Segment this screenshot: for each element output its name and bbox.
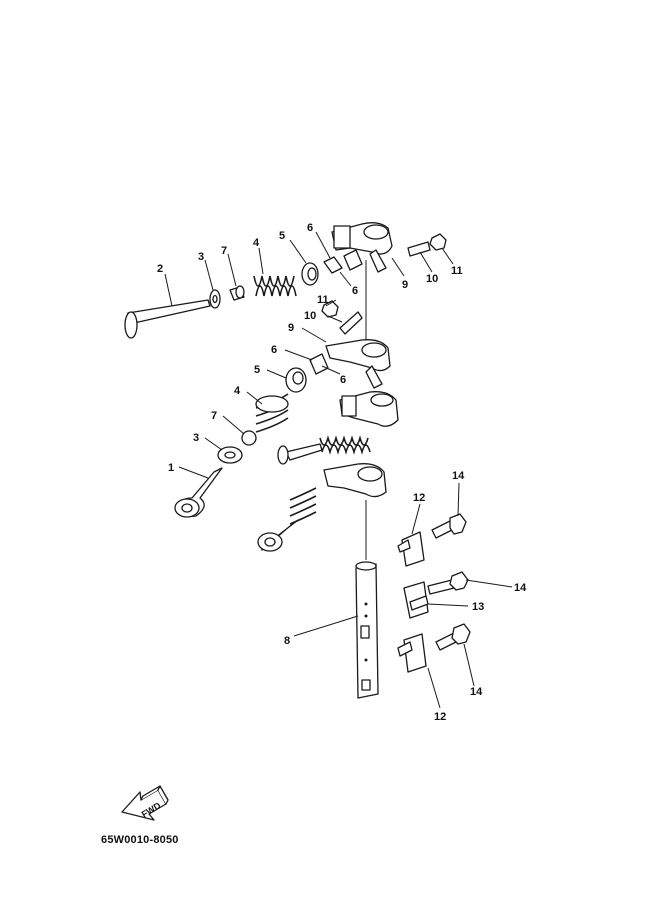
callout-5-middle: 5 — [254, 364, 260, 376]
callout-1: 1 — [168, 462, 174, 474]
callout-14-middle: 14 — [514, 582, 527, 594]
lock-nut-second — [321, 300, 339, 318]
callout-6-upper-a: 6 — [307, 222, 313, 234]
callout-7-upper: 7 — [221, 245, 227, 257]
rocker-arm-third — [339, 391, 399, 427]
valve-spring-upper — [253, 275, 297, 297]
shaft-bolt-middle — [427, 571, 469, 595]
valve-stem-seal-upper — [229, 285, 245, 301]
shaft-bracket-lower — [397, 633, 427, 673]
valve-third — [277, 443, 323, 465]
callout-2: 2 — [157, 263, 163, 275]
rocker-pivot-second — [309, 353, 329, 375]
callout-11-second: 11 — [317, 294, 329, 306]
rocker-shaft — [355, 561, 379, 699]
callout-14-upper: 14 — [452, 470, 465, 482]
callout-14-lower: 14 — [470, 686, 483, 698]
valve-spring-third — [319, 435, 371, 455]
shaft-bracket-middle — [403, 581, 429, 619]
callout-10-upper: 10 — [426, 273, 438, 285]
valve-fourth — [257, 519, 299, 552]
valve-seat-washer-upper — [209, 289, 221, 309]
callout-3-upper: 3 — [198, 251, 204, 263]
callout-6-second-b: 6 — [340, 374, 346, 386]
lock-nut-upper — [429, 233, 447, 251]
rocker-pivot-upper-b — [343, 249, 363, 271]
rocker-arm-fourth — [323, 463, 387, 498]
callout-12-upper: 12 — [413, 492, 425, 504]
callout-7-middle: 7 — [211, 410, 217, 422]
callout-6-upper-b: 6 — [352, 285, 358, 297]
valve-stem-seal-middle — [241, 430, 257, 446]
rocker-pivot-upper-a — [323, 256, 343, 274]
valve-retainer-upper — [301, 262, 319, 286]
shaft-bolt-lower — [435, 623, 471, 651]
shaft-bracket-upper — [397, 531, 425, 567]
rocker-arm-second — [325, 339, 391, 389]
callout-3-middle: 3 — [193, 432, 199, 444]
callout-5-upper: 5 — [279, 230, 285, 242]
callout-10-second: 10 — [304, 310, 316, 322]
callout-labels: 2 3 7 4 5 6 6 9 10 11 11 10 9 6 6 5 4 7 … — [157, 222, 527, 723]
leader-lines — [164, 231, 513, 709]
callout-11-upper: 11 — [451, 265, 463, 277]
callout-6-second-a: 6 — [271, 344, 277, 356]
adjust-screw-upper — [407, 241, 431, 257]
callout-4-middle: 4 — [234, 385, 241, 397]
valve-spring-middle — [255, 393, 289, 433]
rocker-arm-upper — [331, 222, 393, 273]
callout-9-upper: 9 — [402, 279, 408, 291]
fwd-arrow-icon: FWD — [121, 785, 169, 821]
valve-upper — [124, 299, 211, 339]
callout-12-lower: 12 — [434, 711, 446, 723]
adjust-screw-second — [339, 311, 363, 335]
callout-9-second: 9 — [288, 322, 294, 334]
shaft-bolt-upper — [431, 513, 467, 539]
valve-spring-fourth — [289, 487, 317, 525]
callout-4-upper: 4 — [253, 237, 260, 249]
callout-8: 8 — [284, 635, 290, 647]
diagram-code: 65W0010-8050 — [101, 834, 179, 846]
callout-13: 13 — [472, 601, 484, 613]
valve-middle — [174, 467, 223, 518]
valve-seat-washer-middle — [217, 446, 243, 464]
valve-retainer-middle — [285, 367, 307, 393]
